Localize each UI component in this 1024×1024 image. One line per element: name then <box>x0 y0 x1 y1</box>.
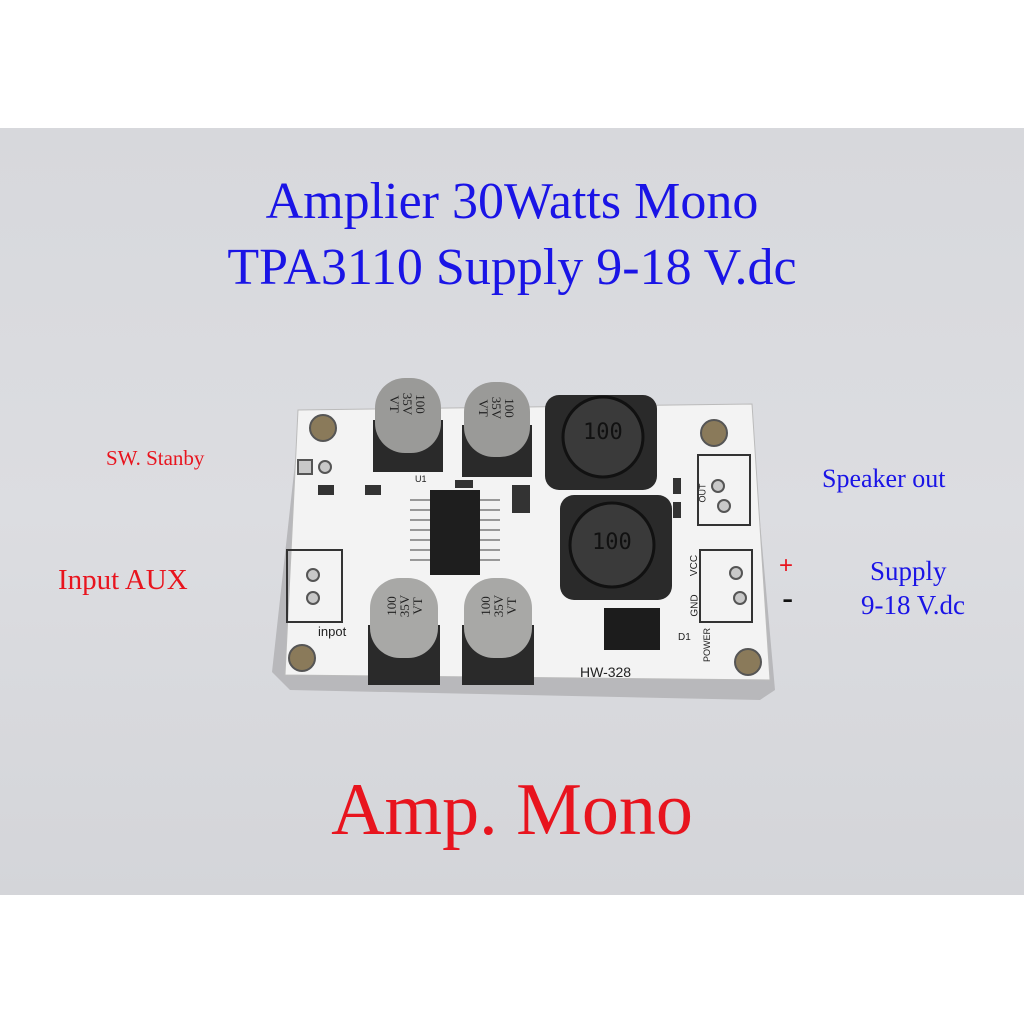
input-aux-label: Input AUX <box>58 564 188 596</box>
capacitor-marking-c14: 100 35V VT <box>382 576 426 636</box>
capacitor-series: VT <box>503 597 519 615</box>
footer-title: Amp. Mono <box>331 769 693 851</box>
tpa3110-chip <box>430 490 480 575</box>
capacitor-value: 100 <box>502 398 518 418</box>
capacitor-value: 100 <box>477 596 493 616</box>
capacitor-value: 100 <box>383 596 399 616</box>
capacitors <box>368 378 534 685</box>
board-out-label: OUT <box>697 483 708 503</box>
capacitor-marking-c13: 100 35V VT <box>476 576 520 636</box>
diode <box>604 608 660 650</box>
board-gnd-label: GND <box>689 594 701 617</box>
capacitor-value: 100 <box>413 394 429 414</box>
capacitor-series: VT <box>409 597 425 615</box>
capacitor-voltage: 35V <box>400 392 416 416</box>
supply-label: Supply <box>870 556 947 586</box>
terminal-blocks <box>286 454 753 623</box>
board-model-label: HW-328 <box>580 664 632 680</box>
capacitor-voltage: 35V <box>489 396 505 420</box>
board-input-label: inpot <box>318 624 347 639</box>
title-line-1: Amplier 30Watts Mono <box>265 173 759 230</box>
inductor-value-bottom: 100 <box>592 530 632 555</box>
plus-sign: + <box>779 552 794 579</box>
board-ic-label: U1 <box>415 474 427 484</box>
speaker-out-label: Speaker out <box>822 464 946 493</box>
board-power-label: POWER <box>702 627 713 663</box>
minus-sign: - <box>782 580 794 618</box>
capacitor-series: VT <box>387 395 403 413</box>
sw-standby-label: SW. Stanby <box>106 446 205 470</box>
capacitor-marking-c1: 100 35V VT <box>386 374 430 434</box>
capacitor-voltage: 35V <box>396 594 412 618</box>
board-diode-label: D1 <box>678 632 691 643</box>
capacitor-series: VT <box>476 399 492 417</box>
capacitor-marking-c2: 100 35V VT <box>475 378 519 438</box>
mounting-holes <box>288 414 762 676</box>
title-line-2: TPA3110 Supply 9-18 V.dc <box>227 239 797 296</box>
supply-range-label: 9-18 V.dc <box>861 590 966 620</box>
capacitor-voltage: 35V <box>490 594 506 618</box>
board-vcc-label: VCC <box>689 554 701 577</box>
inductor-value-top: 100 <box>583 420 623 445</box>
